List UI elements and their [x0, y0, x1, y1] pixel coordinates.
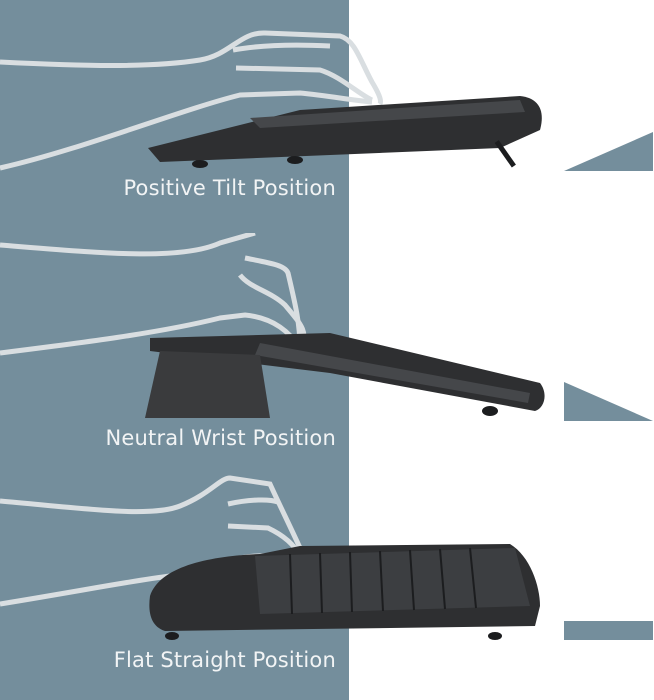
position-flat-straight: Flat Straight Position [0, 466, 654, 700]
falling-wedge-icon [564, 382, 653, 421]
position-label: Positive Tilt Position [123, 176, 336, 200]
position-label: Flat Straight Position [113, 648, 336, 672]
position-label: Neutral Wrist Position [105, 426, 336, 450]
keyboard-flat-illustration [0, 475, 540, 640]
flat-bar-icon [564, 621, 653, 640]
rising-wedge-icon [564, 132, 653, 171]
keyboard-tilt-illustration [0, 30, 542, 171]
position-neutral-wrist: Neutral Wrist Position [0, 233, 654, 466]
keyboard-neutral-illustration [0, 233, 545, 418]
position-positive-tilt: Positive Tilt Position [0, 0, 654, 233]
